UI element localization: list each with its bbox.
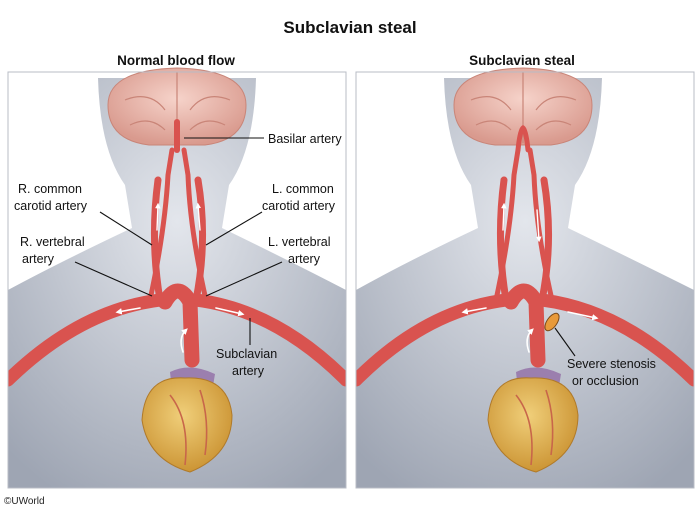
label-stenosis-2: or occlusion — [572, 374, 639, 388]
torso-silhouette — [356, 78, 694, 488]
label-basilar-artery: Basilar artery — [268, 132, 342, 146]
label-subclavian-1: Subclavian — [216, 347, 277, 361]
label-l-vertebral-1: L. vertebral — [268, 235, 331, 249]
panel-normal-flow: Normal blood flow — [7, 53, 347, 489]
heart-normal — [141, 367, 233, 473]
label-stenosis-1: Severe stenosis — [567, 357, 656, 371]
panel-title-steal: Subclavian steal — [469, 53, 575, 68]
label-l-common-carotid-1: L. common — [272, 182, 334, 196]
label-l-vertebral-2: artery — [288, 252, 321, 266]
panel-subclavian-steal: Subclavian steal — [355, 53, 695, 489]
anatomy-steal — [356, 67, 694, 488]
figure-title: Subclavian steal — [283, 18, 416, 37]
heart-steal — [487, 367, 579, 473]
label-r-common-carotid-2: carotid artery — [14, 199, 88, 213]
anatomy-normal — [8, 67, 346, 488]
label-r-vertebral-1: R. vertebral — [20, 235, 85, 249]
arteries-normal — [8, 119, 346, 387]
arteries-steal — [356, 124, 694, 387]
panel-title-normal: Normal blood flow — [117, 53, 235, 68]
label-r-vertebral-2: artery — [22, 252, 55, 266]
stenosis-plaque — [544, 312, 560, 332]
label-l-common-carotid-2: carotid artery — [262, 199, 336, 213]
label-r-common-carotid-1: R. common — [18, 182, 82, 196]
copyright-notice: ©UWorld — [4, 496, 45, 507]
label-subclavian-2: artery — [232, 364, 265, 378]
torso-silhouette — [8, 78, 346, 488]
